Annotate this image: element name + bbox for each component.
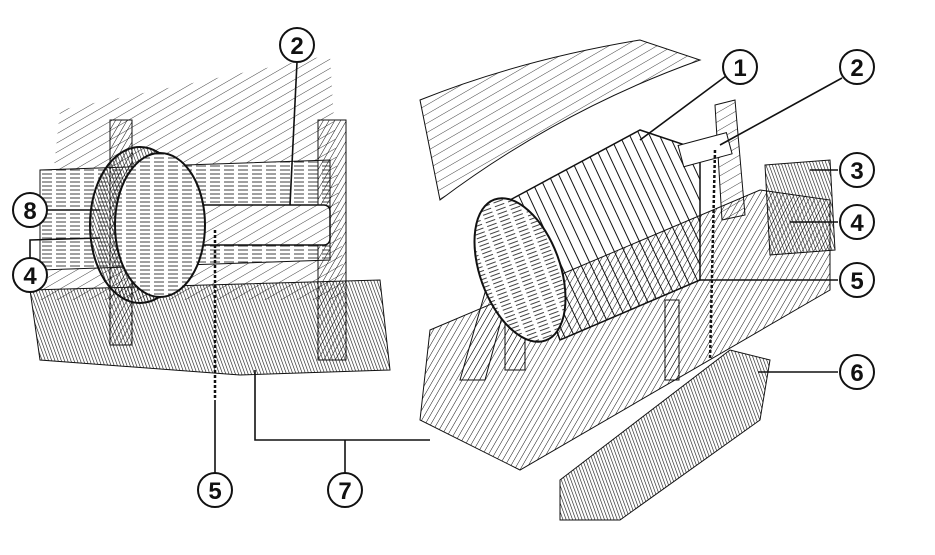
callout-8: 8 [12,192,48,228]
rear-block [764,159,836,256]
callout-2-right: 2 [839,49,875,85]
svg-text:1: 1 [733,55,746,82]
callout-5-right: 5 [839,262,875,298]
main-beam [419,189,831,471]
right-windlass-view [419,39,836,521]
callout-4-right: 4 [839,204,875,240]
callout-3: 3 [839,152,875,188]
rafter [419,39,702,201]
leader-lines [29,61,843,473]
svg-text:5: 5 [208,478,221,505]
callout-1: 1 [722,49,758,85]
svg-text:2: 2 [290,33,303,60]
svg-text:3: 3 [850,158,863,185]
svg-text:4: 4 [23,263,37,290]
svg-text:7: 7 [338,478,351,505]
hook-plate [664,299,680,381]
right-chain [708,149,717,361]
svg-text:5: 5 [850,268,863,295]
svg-text:4: 4 [850,210,864,237]
callout-4-left: 4 [12,257,48,293]
callout-6: 6 [839,354,875,390]
svg-text:6: 6 [850,360,863,387]
left-windlass-view [29,55,391,400]
lower-beam [559,349,771,521]
right-axle [677,131,733,168]
svg-text:8: 8 [23,198,36,225]
svg-text:2: 2 [850,55,863,82]
callout-5-left: 5 [197,472,233,508]
callout-7: 7 [327,472,363,508]
rear-post [714,99,746,221]
callout-2-left: 2 [279,27,315,63]
